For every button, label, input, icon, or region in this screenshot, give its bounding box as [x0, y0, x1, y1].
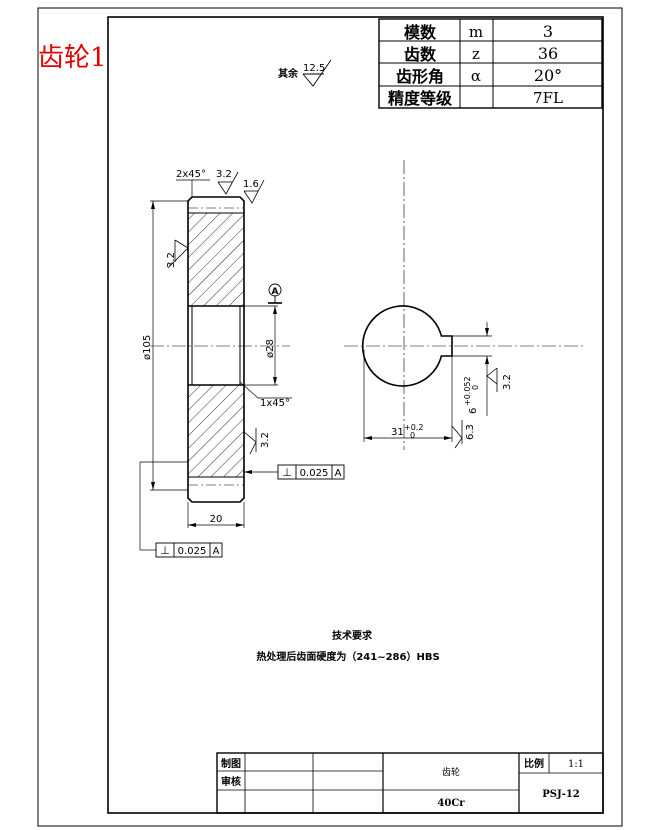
dim-outer-diameter: ø105 [142, 200, 188, 491]
bore-diameter-label: ø28 [265, 339, 276, 358]
roughness-bottom-icon [243, 431, 257, 455]
keyway-depth-tol-lower: 0 [410, 431, 415, 440]
tech-req-heading: 技术要求 [332, 629, 373, 642]
scale-label: 比例 [524, 757, 544, 770]
param-label-angle: 齿形角 [396, 67, 444, 86]
other-roughness-label: 其余 [278, 67, 299, 80]
tol2-symbol: ⊥ [160, 544, 170, 557]
checked-by-label: 审核 [221, 775, 241, 788]
param-value-module: 3 [543, 22, 553, 41]
sheet-title: 齿轮1 [38, 43, 107, 73]
dim-bore-diameter: ø28 [244, 305, 278, 386]
width-label: 20 [210, 514, 223, 525]
bore-chamfer-label: 1x45° [260, 398, 290, 409]
rough-keyway-side-label: 3.2 [502, 374, 513, 390]
dim-keyway-depth: 31 +0.2 0 [363, 350, 453, 442]
outer-border [37, 7, 623, 827]
tol1-datum: A [335, 468, 342, 479]
part-name: 齿轮 [442, 766, 460, 778]
tech-req-line1: 热处理后齿面硬度为（241~286）HBS [256, 650, 439, 663]
gear-end-view [344, 160, 585, 450]
gear-section-view [150, 196, 290, 503]
rough-left-label: 3.2 [166, 252, 177, 268]
param-value-angle: 20° [534, 66, 562, 85]
param-label-grade: 精度等级 [388, 89, 453, 108]
bore-chamfer: 1x45° [239, 381, 292, 409]
chamfer-top-label: 2x45° [176, 169, 206, 180]
title-block: 制图 审核 齿轮 40Cr 比例 1:1 PSJ-12 [216, 752, 604, 814]
bottom-roughness: 3.2 [243, 428, 271, 455]
param-table: 模数 m 3 齿数 z 36 齿形角 α 20° 精度等级 7FL [378, 18, 603, 109]
param-value-teeth: 36 [538, 44, 558, 63]
dim-keyway-width: 6 +0.052 0 3.2 [452, 322, 513, 416]
param-label-module: 模数 [404, 23, 437, 42]
keyway-depth-tol-upper: +0.2 [404, 423, 423, 432]
datum-a-letter: A [272, 287, 279, 297]
param-label-teeth: 齿数 [404, 45, 437, 64]
roughness-keyway-icon [451, 425, 463, 449]
roughness-symbol-icon [302, 59, 332, 87]
tol2-datum: A [213, 546, 220, 557]
rough-top-right-label: 1.6 [243, 179, 259, 190]
rough-bottom-right-label: 3.2 [260, 432, 271, 448]
material-label: 40Cr [437, 798, 465, 809]
tolerance-frame-2: ⊥ 0.025 A [139, 461, 223, 558]
datum-a: A [268, 283, 282, 304]
roughness-top-right-icon [243, 179, 265, 204]
param-value-grade: 7FL [533, 89, 563, 107]
roughness-keyway-side-icon [486, 367, 498, 385]
drawn-by-label: 制图 [221, 757, 241, 770]
scale-value: 1:1 [568, 759, 584, 770]
inner-border [107, 16, 604, 814]
keyway-width-label: 6 [468, 408, 479, 414]
rough-keyway-bottom-label: 6.3 [465, 424, 476, 440]
tol2-value: 0.025 [178, 546, 207, 557]
keyway-depth-label: 31 [391, 427, 404, 438]
top-annotations: 2x45° 3.2 1.6 [176, 169, 265, 204]
param-symbol-module: m [469, 23, 483, 41]
param-symbol-teeth: z [472, 45, 480, 63]
keyway-roughness: 6.3 [451, 420, 476, 449]
tol1-value: 0.025 [300, 468, 329, 479]
left-roughness: 3.2 [166, 239, 189, 269]
roughness-top-icon [217, 171, 239, 195]
drawing-number: PSJ-12 [542, 789, 580, 800]
outer-diameter-label: ø105 [142, 335, 153, 360]
other-roughness-value: 12.5 [303, 63, 325, 74]
param-symbol-angle: α [471, 67, 481, 85]
dim-width: 20 [187, 502, 245, 528]
tol1-symbol: ⊥ [282, 466, 292, 479]
rough-top-label: 3.2 [216, 169, 232, 180]
general-roughness: 其余 12.5 [278, 59, 332, 87]
keyway-width-tol-lower: 0 [471, 385, 480, 390]
keyway-width-tol-upper: +0.052 [463, 376, 472, 406]
tolerance-frame-1: ⊥ 0.025 A [244, 464, 345, 480]
